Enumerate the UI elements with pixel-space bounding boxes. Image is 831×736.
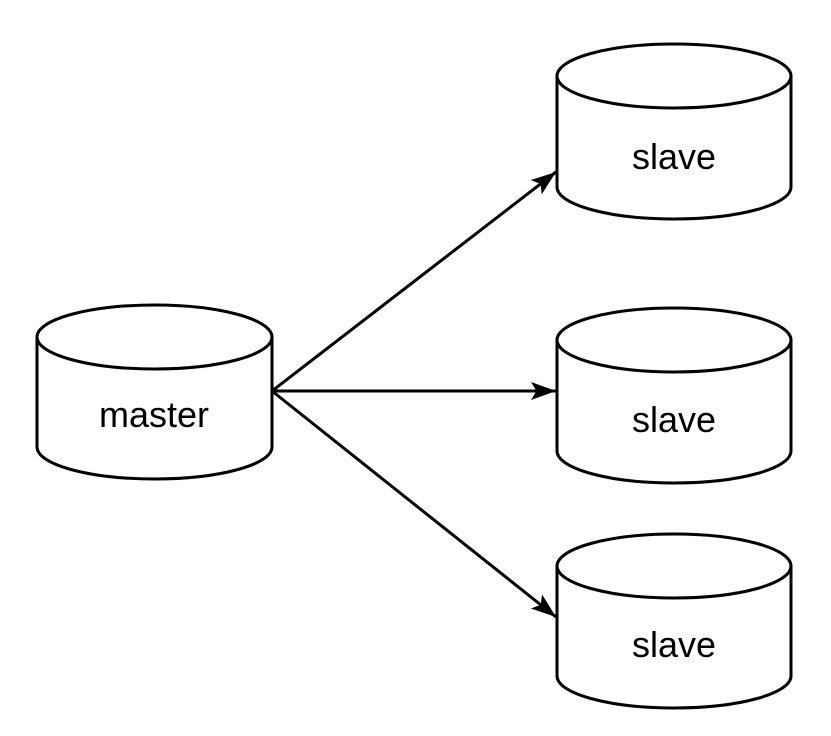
- node-slave-2: slave: [555, 306, 793, 485]
- cylinder-top-slave-2: [555, 306, 793, 374]
- cylinder-body-slave-1: [555, 76, 793, 221]
- nodes-layer: master slave slave slave: [35, 42, 793, 710]
- node-slave-1: slave: [555, 42, 793, 221]
- cylinder-top-slave-3: [555, 532, 793, 600]
- node-master: master: [35, 303, 274, 481]
- node-slave-3: slave: [555, 532, 793, 710]
- edge-master-to-slave-1-arrow: [271, 170, 557, 393]
- cylinder-body-master: [35, 337, 274, 481]
- node-label-slave-2: slave: [632, 399, 716, 440]
- edge-master-to-slave-3-arrow: [271, 389, 557, 619]
- cylinder-body-slave-2: [555, 340, 793, 485]
- cylinder-top-slave-1: [555, 42, 793, 110]
- cylinder-body-slave-3: [555, 566, 793, 710]
- cylinder-top-master: [35, 303, 274, 371]
- edges-layer: [271, 170, 557, 619]
- node-label-master: master: [99, 394, 209, 435]
- node-label-slave-1: slave: [632, 136, 716, 177]
- node-label-slave-3: slave: [632, 624, 716, 665]
